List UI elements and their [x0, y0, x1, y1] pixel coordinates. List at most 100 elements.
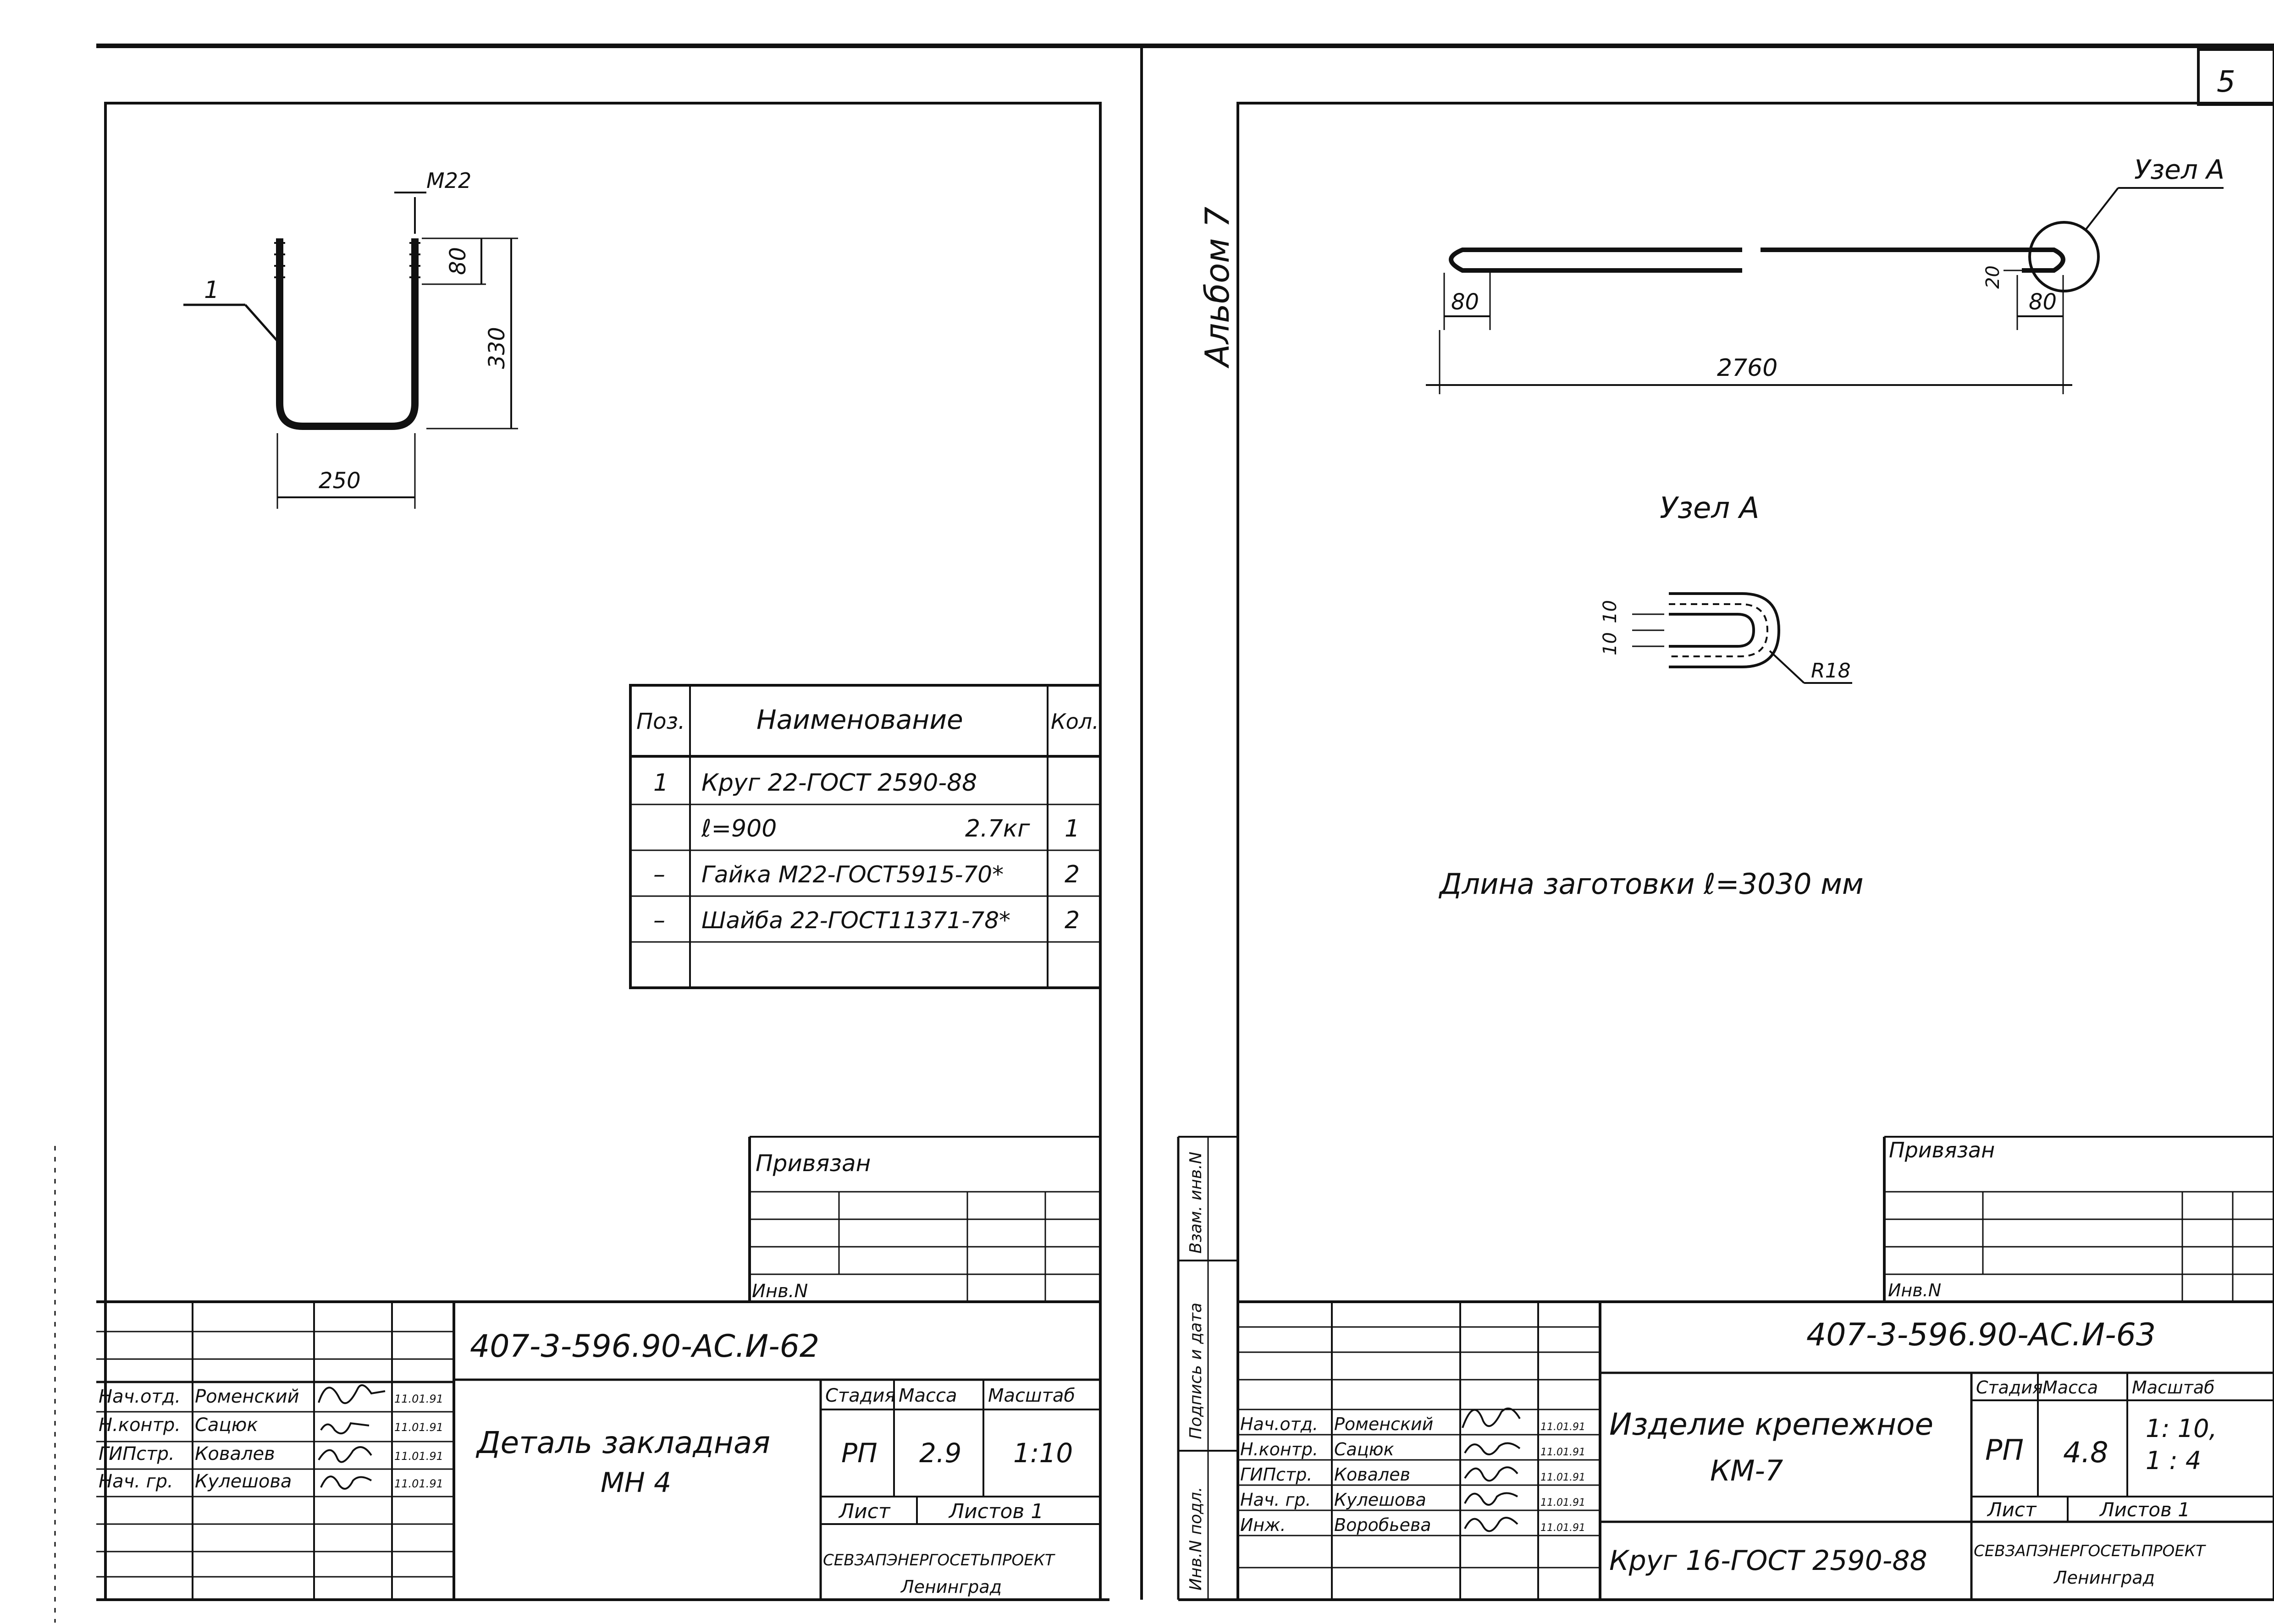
spec-row-4-qty: 2 [1065, 907, 1080, 934]
scale-value: 1:10 [1013, 1437, 1073, 1469]
spec-row-2-qty: 1 [1065, 815, 1080, 842]
inv-label: Инв.N [752, 1281, 808, 1302]
r-scale-value-1: 1: 10, [2146, 1414, 2217, 1443]
side-inv-orig: Инв.N подл. [1187, 1487, 1205, 1591]
r-sheets-label: Листов 1 [2099, 1498, 2190, 1521]
bar-right [1761, 248, 2065, 273]
r-material: Круг 16-ГОСТ 2590-88 [1609, 1545, 1927, 1577]
left-frame [104, 102, 1102, 1601]
r-role-2: Н.контр. [1240, 1439, 1318, 1459]
document-code: 407-3-596.90-АС.И-62 [470, 1328, 819, 1365]
r-signature-1 [1462, 1407, 1521, 1428]
spec-row-1-pos: 1 [653, 769, 668, 797]
date-4: 11.01.91 [394, 1477, 443, 1490]
name-3: Ковалев [195, 1443, 275, 1464]
r-role-1: Нач.отд. [1240, 1414, 1318, 1434]
end-right-dim: 80 [2029, 289, 2057, 315]
role-1: Нач.отд. [99, 1386, 181, 1407]
u-bolt-outline [276, 238, 419, 430]
r-role-3: ГИПстр. [1240, 1464, 1312, 1485]
mass-header: Масса [899, 1385, 957, 1406]
role-4: Нач. гр. [99, 1471, 173, 1492]
city: Ленинград [900, 1577, 1002, 1597]
organization: СЕВЗАПЭНЕРГОСЕТЬПРОЕКТ [823, 1551, 1055, 1569]
role-3: ГИПстр. [99, 1443, 175, 1464]
signature-2 [320, 1422, 370, 1435]
date-3: 11.01.91 [394, 1450, 443, 1463]
stage-value: РП [841, 1437, 878, 1469]
r-name-2: Сацюк [1334, 1439, 1394, 1459]
r-date-3: 11.01.91 [1540, 1472, 1585, 1483]
signature-4 [320, 1475, 372, 1490]
spec-row-2-mass: 2.7кг [965, 815, 1030, 842]
r-mass-header: Масса [2042, 1377, 2098, 1398]
r-name-4: Кулешова [1334, 1490, 1426, 1510]
signature-1 [318, 1384, 386, 1404]
r-name-1: Роменский [1334, 1414, 1433, 1434]
left-sheet: 1 M22 80 330 250 [96, 102, 1109, 1601]
detail-dim-b: 10 [1600, 632, 1621, 655]
position-number: 1 [204, 276, 219, 304]
position-leader [244, 304, 279, 342]
blank-length-note: Длина заготовки ℓ=3030 мм [1438, 867, 1864, 901]
r-date-4: 11.01.91 [1540, 1497, 1585, 1508]
end-left-dim: 80 [1451, 289, 1479, 315]
total-length-dim: 2760 [1717, 354, 1777, 382]
signature-3 [318, 1446, 372, 1463]
album-label: Альбом 7 [1198, 207, 1236, 369]
bracket-drawing: Узел А 80 80 20 2760 [1426, 154, 2224, 394]
role-2: Н.контр. [99, 1415, 181, 1436]
mass-value: 2.9 [919, 1437, 961, 1469]
r-role-4: Нач. гр. [1240, 1490, 1311, 1510]
node-a-label: Узел А [2134, 154, 2224, 185]
r-name-5: Воробьева [1334, 1515, 1431, 1535]
bound-label: Привязан [756, 1150, 871, 1177]
node-a-detail-title: Узел А [1660, 491, 1759, 525]
detail-radius: R18 [1811, 659, 1851, 683]
side-strip: Инв.N подл. Подпись и дата Взам. инв.N [1177, 1136, 1238, 1600]
spec-row-1-name: Круг 22-ГОСТ 2590-88 [701, 769, 977, 797]
r-role-5: Инж. [1240, 1515, 1286, 1535]
right-sheet: Инв.N подл. Подпись и дата Взам. инв.N У… [1177, 102, 2274, 1601]
r-signature-4 [1464, 1492, 1518, 1506]
side-replace-inv: Взам. инв.N [1187, 1152, 1205, 1254]
node-a-circle [2028, 221, 2100, 292]
r-document-title: Изделие крепежное [1609, 1407, 1933, 1442]
stage-header: Стадия [825, 1385, 895, 1406]
title-block-right: Нач.отд. Роменский 11.01.91 Н.контр. Сац… [1238, 1300, 2274, 1600]
r-signature-2 [1464, 1442, 1521, 1455]
spec-row-4-pos: – [653, 907, 665, 934]
name-1: Роменский [195, 1386, 299, 1407]
r-signature-3 [1464, 1466, 1518, 1482]
thread-length-dim: 80 [445, 247, 471, 275]
r-date-5: 11.01.91 [1540, 1522, 1585, 1534]
spec-row-4-name: Шайба 22-ГОСТ11371-78* [701, 907, 1010, 934]
date-1: 11.01.91 [394, 1393, 443, 1405]
sheets-label: Листов 1 [948, 1500, 1043, 1523]
r-city: Ленинград [2053, 1568, 2155, 1588]
bound-label-right: Привязан [1889, 1138, 1995, 1162]
side-sign-date: Подпись и дата [1187, 1303, 1205, 1439]
u-bolt-drawing: 1 M22 80 330 250 [183, 168, 518, 509]
bar-left [1449, 248, 1742, 273]
width-dim: 250 [319, 468, 361, 494]
document-title: Деталь закладная [475, 1425, 770, 1460]
bound-block-right: Привязан Инв.N [1883, 1136, 2274, 1302]
height-dim: 330 [484, 327, 510, 369]
r-signature-5 [1464, 1517, 1518, 1532]
node-a-detail: Узел А 10 10 R18 [1600, 491, 1852, 684]
sheet-label: Лист [838, 1500, 891, 1523]
spec-row-2-name: ℓ=900 [701, 815, 777, 842]
r-date-2: 11.01.91 [1540, 1447, 1585, 1458]
thread-label: M22 [426, 168, 471, 193]
r-scale-header: Масштаб [2132, 1377, 2215, 1398]
r-stage-value: РП [1985, 1433, 2024, 1467]
name-2: Сацюк [195, 1415, 258, 1436]
r-name-3: Ковалев [1334, 1464, 1410, 1485]
scale-header: Масштаб [988, 1385, 1075, 1406]
spec-header-pos: Поз. [636, 709, 685, 734]
right-frame [1236, 102, 2274, 1601]
spec-table: Поз. Наименование Кол. 1 Круг 22-ГОСТ 25… [629, 684, 1102, 989]
